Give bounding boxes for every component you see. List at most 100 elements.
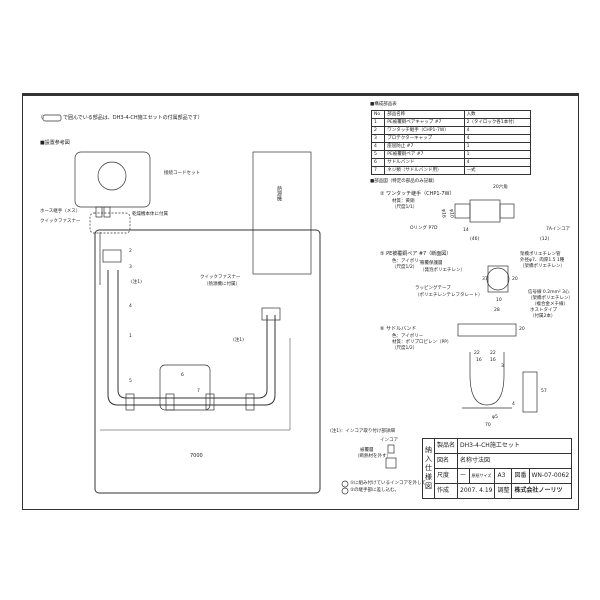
company-name: 株式会社ノーリツ	[511, 483, 573, 499]
part2-inco: 7Aインコア	[546, 227, 570, 232]
part5-d37: 37	[482, 277, 488, 282]
dryer-vent	[97, 161, 127, 191]
table-cell: 4	[463, 134, 532, 143]
note1-coat-note: （断熱材を外す）	[355, 454, 391, 459]
part5-wrap: ラッピングテープ	[415, 286, 451, 291]
part5-tube: 架橋ポリエチレン管	[520, 252, 561, 257]
table-cell: 7	[370, 166, 386, 175]
detail-title: ■部品図（特定の部品のみ記載）	[370, 179, 438, 184]
table-cell: 座屈防止 #7	[384, 142, 465, 151]
part2-scale: （尺度1/1）	[392, 205, 418, 210]
part2-hex: 20六角	[493, 185, 508, 190]
label-qf-heater: クイックファスナー	[200, 275, 241, 280]
callout-7: 7	[197, 389, 200, 394]
label-power-cord: 接続コードセット	[164, 171, 200, 176]
table-cell: 1	[463, 150, 532, 159]
table-cell: 3	[370, 134, 386, 143]
table-cell: 部品名称	[384, 110, 465, 119]
callout-6: 6	[181, 373, 184, 378]
callout-4: 4	[129, 304, 132, 309]
part6-material: 材質：ポリプロピレン（PP）	[392, 340, 452, 345]
callout-5: 5	[129, 379, 132, 384]
table-cell: ー	[456, 468, 470, 484]
part6-d70: 70	[485, 423, 491, 428]
table-cell: 4	[463, 126, 532, 135]
product-name: DH3-4-CH施工セット	[457, 438, 573, 454]
part5-wire: 信号線 0.2mm² 3心	[528, 290, 570, 295]
part6-name: ⑥ サドルバンド	[380, 326, 417, 332]
part2-dim46: (46)	[470, 237, 480, 242]
title-block-side: 納入仕様図	[422, 438, 435, 499]
length-7000: 7000	[190, 453, 203, 459]
part5-tie: ホストタイプ	[530, 308, 557, 313]
drawing-frame	[22, 93, 579, 510]
part5-outer: 被覆保護層	[420, 261, 443, 266]
part2-material: 材質：黄銅	[392, 199, 415, 204]
label-attach-unit: 乾燥機本体に付属	[132, 212, 168, 217]
water-heater-box	[252, 151, 312, 275]
note-top: （ で囲んでいる部品は、DH3-4-CH施工セットの付属部品です）	[38, 115, 203, 121]
attach-group	[89, 212, 131, 234]
table-cell: 1	[463, 142, 532, 151]
note1-coat: 被覆層	[360, 448, 374, 453]
table-cell: ネジ類（サドルバンド用）	[384, 166, 465, 175]
note1-right: (注1)	[233, 338, 244, 343]
part5-color: 色：アイボリー	[392, 259, 424, 264]
label-quick-fastener: クイックファスナー	[40, 219, 81, 224]
table-cell: プロテクターキャップ	[384, 134, 465, 143]
drawing-date: 2007. 4.19	[457, 483, 496, 499]
part6-d16b: 16	[490, 358, 496, 363]
note1-left: (注1)	[131, 280, 142, 285]
part5-wire2: （複合金メチ線）	[532, 302, 568, 307]
part5-tube-size: 外径φ7、肉厚1.5 1種	[520, 258, 565, 263]
protector-caps-right	[261, 307, 281, 321]
table-cell: 図番	[511, 468, 530, 484]
table-cell: PE被覆銅ペアキャップ #7	[384, 118, 465, 127]
parts-table-title: ■構成部品表	[370, 102, 397, 107]
note1-remark1: ⑤に組み付けているインコアを外して	[350, 481, 426, 486]
dryer-unit	[74, 151, 151, 208]
table-cell: 調整	[494, 483, 513, 499]
protector-caps-left	[102, 249, 122, 263]
table-cell: PE被覆銅ペア #7	[384, 150, 465, 159]
part6-d16a: 16	[476, 358, 482, 363]
part5-tube-mat: （架橋ポリエチレン）	[520, 264, 565, 269]
part5-d28: 28	[494, 308, 500, 313]
legend-box-symbol	[42, 114, 62, 122]
part6-d22a: 22	[474, 351, 480, 356]
install-area	[94, 229, 321, 494]
part6-d22b: 22	[490, 351, 496, 356]
table-cell: 尺度	[433, 468, 459, 484]
table-cell: ワンタッチ継手（CHP1-7W）	[384, 126, 465, 135]
table-cell: A3	[494, 468, 513, 484]
part2-dim14: 14	[463, 228, 469, 233]
table-cell: 原紙サイズ	[468, 468, 496, 484]
table-cell: 2（タイロック各1本付）	[463, 118, 532, 127]
one-touch-joint	[469, 199, 501, 223]
table-cell: 作成	[433, 483, 459, 499]
part5-wrap-mat: （ポリエチレンテレフタレート）	[415, 293, 483, 298]
part5-d20: 20	[512, 277, 518, 282]
table-cell: 4	[463, 158, 532, 167]
part6-d5: φ5	[492, 415, 498, 420]
table-cell: 入数	[463, 110, 532, 119]
note1-remark2: ②の継手部に差し込む。	[350, 488, 400, 493]
label-hose-joint: ホース継手（メス）	[40, 209, 81, 214]
table-cell: 1	[370, 118, 386, 127]
part2-d16: φ16	[440, 209, 446, 218]
saddle-band-top	[457, 323, 517, 337]
table-cell: 図名	[433, 453, 459, 469]
part2-oring: Oリング P7D	[410, 226, 438, 231]
saddle-band-front	[462, 352, 512, 409]
part5-tie-note: （付属2本）	[530, 314, 556, 319]
part6-d57: 57	[541, 389, 547, 394]
saddle-bands	[125, 393, 255, 411]
